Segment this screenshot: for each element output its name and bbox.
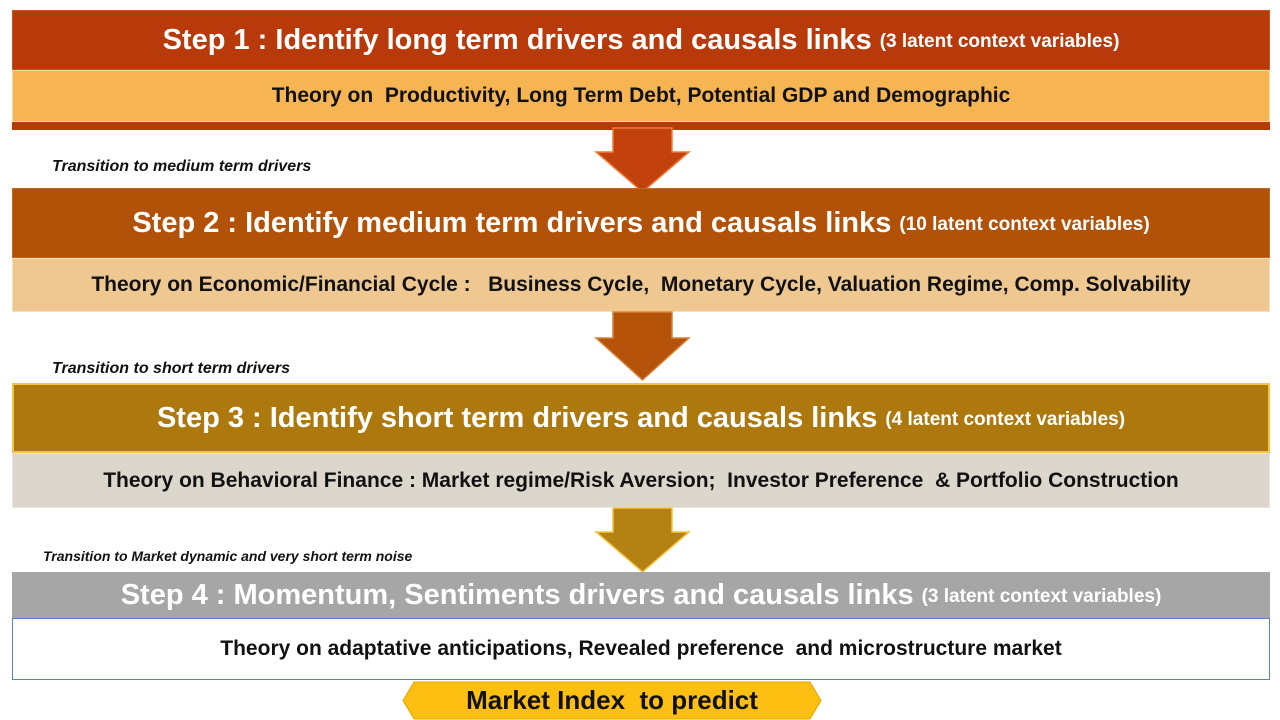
- step-2-latent: (10 latent context variables): [899, 214, 1150, 235]
- transition-3-label: Transition to Market dynamic and very sh…: [43, 548, 413, 564]
- step-2-title: Step 2 : Identify medium term drivers an…: [132, 206, 892, 239]
- target-label: Market Index to predict: [466, 685, 758, 715]
- step-1-latent: (3 latent context variables): [879, 31, 1120, 52]
- step-1-header: Step 1 : Identify long term drivers and …: [12, 10, 1270, 70]
- market-index-target: Market Index to predict: [402, 681, 822, 720]
- step-1-theory: Theory on Productivity, Long Term Debt, …: [271, 84, 1011, 107]
- down-arrow-2: [594, 311, 691, 382]
- down-arrow-3: [593, 507, 692, 573]
- step-3-latent: (4 latent context variables): [885, 409, 1126, 430]
- step-3-theory-box: Theory on Behavioral Finance : Market re…: [12, 453, 1270, 508]
- target-hexagon-shape: [402, 681, 822, 720]
- step-3-theory: Theory on Behavioral Finance : Market re…: [103, 468, 1179, 492]
- step-3-header: Step 3 : Identify short term drivers and…: [12, 383, 1270, 453]
- step-1-bottom-band: [12, 122, 1270, 130]
- step-4-header: Step 4 : Momentum, Sentiments drivers an…: [12, 572, 1270, 618]
- step-2-theory: Theory on Economic/Financial Cycle : Bus…: [91, 273, 1191, 296]
- step-2-theory-box: Theory on Economic/Financial Cycle : Bus…: [12, 258, 1270, 312]
- step-2-header: Step 2 : Identify medium term drivers an…: [12, 188, 1270, 258]
- step-4-latent: (3 latent context variables): [921, 586, 1162, 607]
- step-4-title: Step 4 : Momentum, Sentiments drivers an…: [120, 578, 914, 611]
- step-1-title: Step 1 : Identify long term drivers and …: [162, 23, 872, 56]
- step-4-theory: Theory on adaptative anticipations, Reve…: [220, 637, 1062, 660]
- transition-1-label: Transition to medium term drivers: [52, 158, 312, 175]
- step-4-theory-box: Theory on adaptative anticipations, Reve…: [12, 618, 1270, 680]
- step-1-theory-box: Theory on Productivity, Long Term Debt, …: [12, 70, 1270, 122]
- step-3-title: Step 3 : Identify short term drivers and…: [156, 401, 878, 434]
- transition-2-label: Transition to short term drivers: [52, 360, 290, 377]
- down-arrow-1: [593, 127, 692, 193]
